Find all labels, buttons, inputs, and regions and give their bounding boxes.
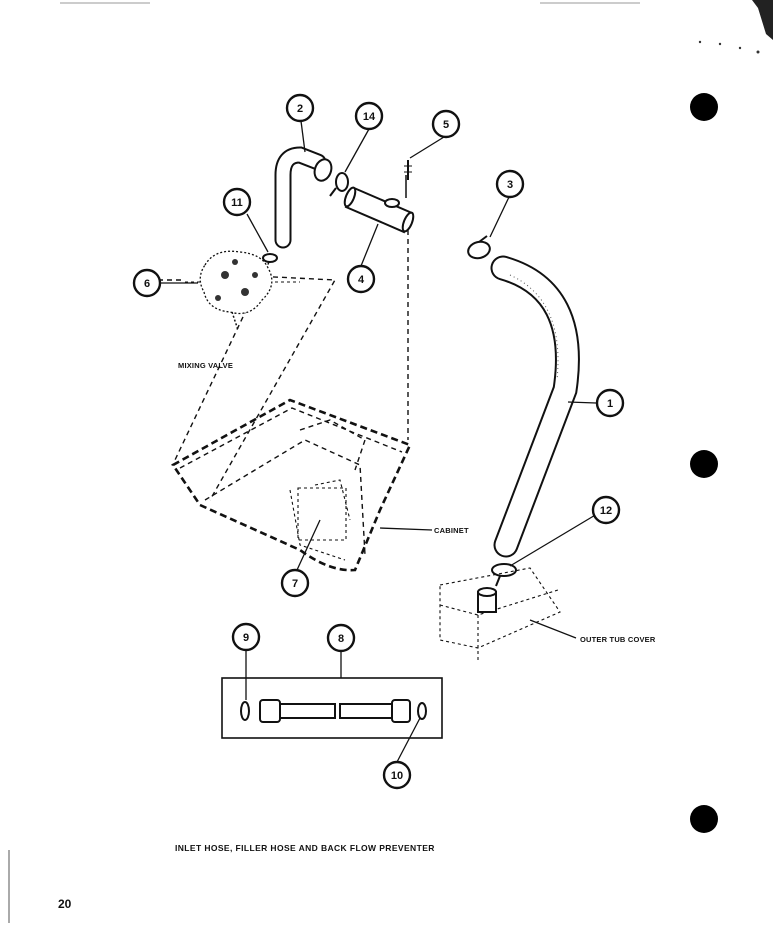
callout-1: 1 (595, 388, 625, 418)
svg-text:10: 10 (391, 770, 403, 782)
callout-9: 9 (231, 622, 261, 652)
svg-text:5: 5 (443, 119, 449, 131)
svg-text:3: 3 (507, 179, 513, 191)
cabinet-outline (171, 398, 412, 572)
cabinet-label: CABINET (434, 526, 469, 535)
callout-2: 2 (285, 93, 315, 123)
callout-7: 7 (280, 568, 310, 598)
binder-hole-middle (690, 450, 718, 478)
hose-part (490, 255, 580, 558)
clamp-part (467, 235, 491, 260)
lower-clamp-part (491, 563, 517, 587)
binder-hole-bottom (690, 805, 718, 833)
leader-lines (160, 120, 598, 763)
screw-part (404, 160, 412, 180)
callout-6: 6 (132, 268, 162, 298)
outer-tub-cover-part (439, 567, 561, 660)
filler-hose-part (274, 146, 333, 249)
inlet-hose-kit (221, 677, 443, 739)
callout-11: 11 (222, 187, 252, 217)
callout-4: 4 (346, 264, 376, 294)
svg-text:9: 9 (243, 632, 249, 644)
diagram-caption: INLET HOSE, FILLER HOSE AND BACK FLOW PR… (175, 843, 435, 853)
callout-5: 5 (431, 109, 461, 139)
back-flow-preventer-part (343, 175, 415, 234)
svg-text:8: 8 (338, 633, 344, 645)
callout-8: 8 (326, 623, 356, 653)
mixing-valve-part (199, 250, 273, 331)
callout-10: 10 (382, 760, 412, 790)
callout-12: 12 (591, 495, 621, 525)
svg-text:1: 1 (607, 398, 613, 410)
mixing-valve-label: MIXING VALVE (178, 361, 233, 370)
small-clamp-part (262, 253, 278, 263)
hose-clamp-part (329, 172, 349, 197)
svg-text:6: 6 (144, 278, 150, 290)
svg-text:7: 7 (292, 578, 298, 590)
svg-text:11: 11 (231, 197, 243, 209)
callout-3: 3 (495, 169, 525, 199)
scan-marks (8, 0, 773, 923)
binder-hole-top (690, 93, 718, 121)
callout-14: 14 (354, 101, 384, 131)
svg-text:2: 2 (297, 103, 303, 115)
svg-text:14: 14 (363, 111, 376, 123)
svg-text:12: 12 (600, 505, 612, 517)
page-number: 20 (58, 897, 72, 911)
svg-text:4: 4 (358, 274, 365, 286)
outer-tub-cover-label: OUTER TUB COVER (580, 635, 656, 644)
